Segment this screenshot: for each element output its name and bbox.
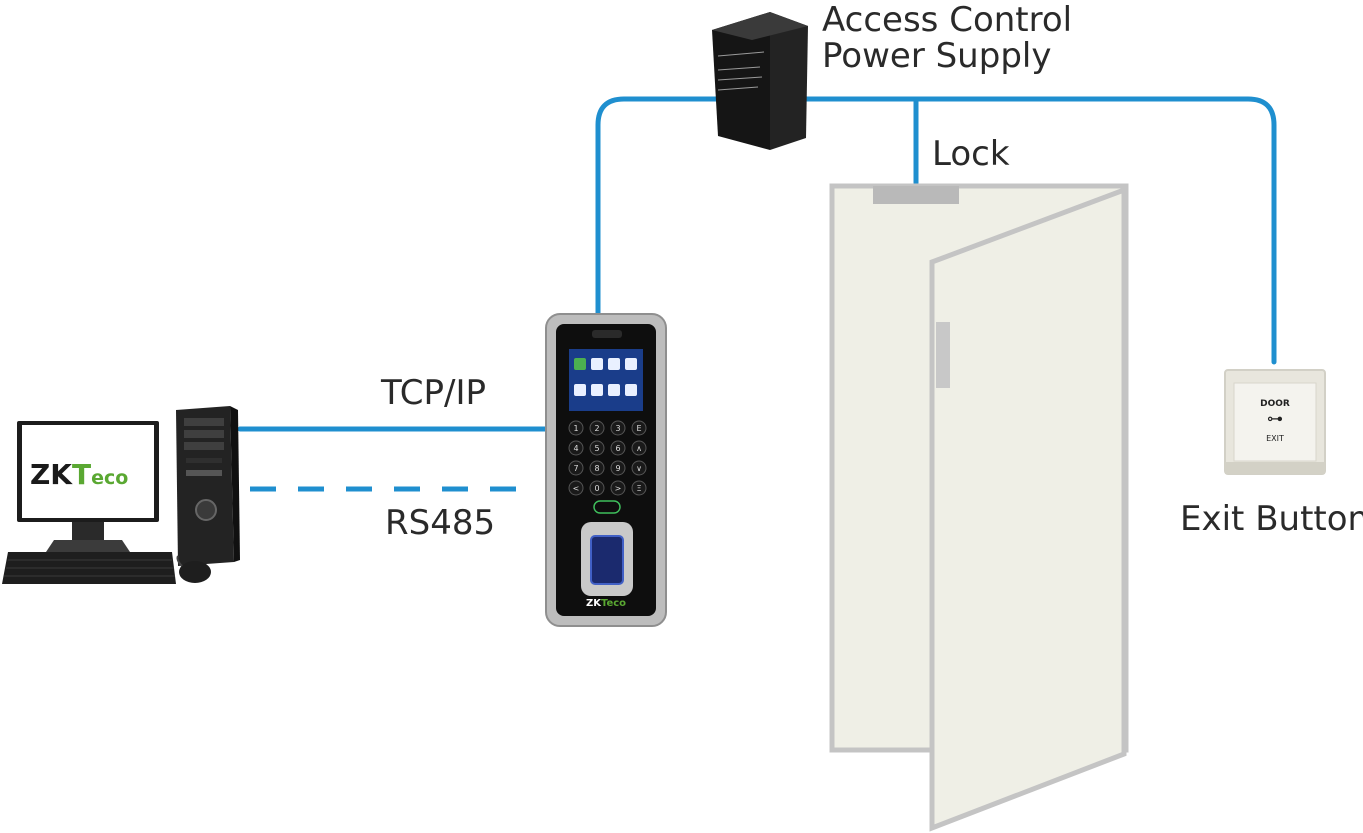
power-wire-exit (802, 96, 1277, 365)
exit-button-exit-text: EXIT (1266, 434, 1284, 443)
keypad-key-label: ∨ (636, 464, 642, 473)
keypad-key-label: 6 (615, 444, 620, 453)
keypad-key (568, 440, 584, 456)
monitor-screen (22, 425, 154, 518)
power-supply-label-line1: Access Control (822, 0, 1073, 40)
keypad-key-label: 5 (594, 444, 599, 453)
power-wire-device (595, 96, 723, 321)
keypad-key (610, 420, 626, 436)
keypad-key (589, 480, 605, 496)
tower-power-button (195, 499, 217, 521)
keypad-key-label: Ξ (636, 484, 641, 493)
keypad-key-label: 2 (594, 424, 599, 433)
access-control-device: 1 2 3 E 4 5 6 ∧ 7 8 9 ∨ <0 > Ξ ZKTeco (545, 313, 667, 627)
device-screen-icons (574, 358, 637, 396)
keypad-key (589, 420, 605, 436)
keypad-key-label: ∧ (636, 444, 642, 453)
keypad-key (568, 420, 584, 436)
mouse (179, 561, 211, 583)
power-supply-label: Access Control Power Supply (822, 2, 1072, 74)
keypad-key (589, 440, 605, 456)
device-logo-teco: Teco (601, 598, 626, 609)
keypad-key-label: 8 (594, 464, 599, 473)
keypad-key (631, 440, 647, 456)
keypad-key-label: > (615, 484, 622, 493)
device-logo-zk: ZK (586, 598, 602, 609)
rs485-label: RS485 (385, 503, 496, 543)
exit-button[interactable]: DOOR ⊶ EXIT (1224, 369, 1326, 475)
keypad-key (568, 460, 584, 476)
door-strike-plate (936, 322, 950, 388)
tcp-ip-label: TCP/IP (381, 373, 487, 413)
power-supply-front (712, 12, 770, 150)
keypad-key (568, 480, 584, 496)
monitor-logo-eco: eco (91, 467, 128, 489)
tower-side (230, 406, 240, 562)
power-supply-label-line2: Power Supply (822, 36, 1052, 76)
monitor-logo-zk: ZK (30, 458, 73, 491)
lock-label: Lock (932, 134, 1010, 174)
fingerprint-sensor (590, 535, 624, 585)
door (829, 183, 1129, 832)
monitor-neck (72, 522, 104, 540)
monitor-logo-t: T (72, 458, 91, 491)
keypad-key (631, 480, 647, 496)
power-supply-label-plate (717, 51, 765, 91)
keyboard-keys (4, 559, 175, 577)
exit-button-label: Exit Button (1180, 499, 1363, 539)
keypad-key-label: < (573, 484, 580, 493)
keypad-key-label: E (636, 424, 641, 433)
keypad-key (610, 460, 626, 476)
keypad-key-label: 4 (573, 444, 578, 453)
computer: ZKTeco (2, 406, 240, 584)
keypad-key (631, 460, 647, 476)
keypad-key-label: 9 (615, 464, 620, 473)
keypad-key-label: 3 (615, 424, 620, 433)
exit-button-door-text: DOOR (1260, 399, 1290, 409)
door-leaf (929, 186, 1127, 832)
power-supply-side (770, 12, 808, 150)
keypad-key (610, 440, 626, 456)
exit-button-face (1233, 382, 1317, 462)
mouse-cable (176, 555, 183, 567)
exit-button-base (1225, 462, 1325, 474)
keypad-key (589, 460, 605, 476)
tower-bays (184, 418, 224, 476)
monitor-base (46, 540, 130, 552)
lock-body (873, 186, 959, 204)
keypad-key (631, 420, 647, 436)
power-supply (712, 12, 808, 150)
device-bell-button (593, 500, 621, 514)
key-icon: ⊶ (1267, 409, 1283, 428)
device-camera (592, 330, 622, 338)
wiring (237, 96, 1277, 492)
keypad-key-label: 0 (594, 484, 599, 493)
device-keypad: 1 2 3 E 4 5 6 ∧ 7 8 9 ∨ <0 > Ξ (568, 420, 647, 496)
monitor-logo: ZKTeco (30, 458, 128, 491)
keypad-key-label: 7 (573, 464, 578, 473)
keypad-key (610, 480, 626, 496)
power-supply-top (712, 12, 808, 40)
keypad-key-label: 1 (573, 424, 578, 433)
device-logo: ZKTeco (586, 598, 626, 609)
